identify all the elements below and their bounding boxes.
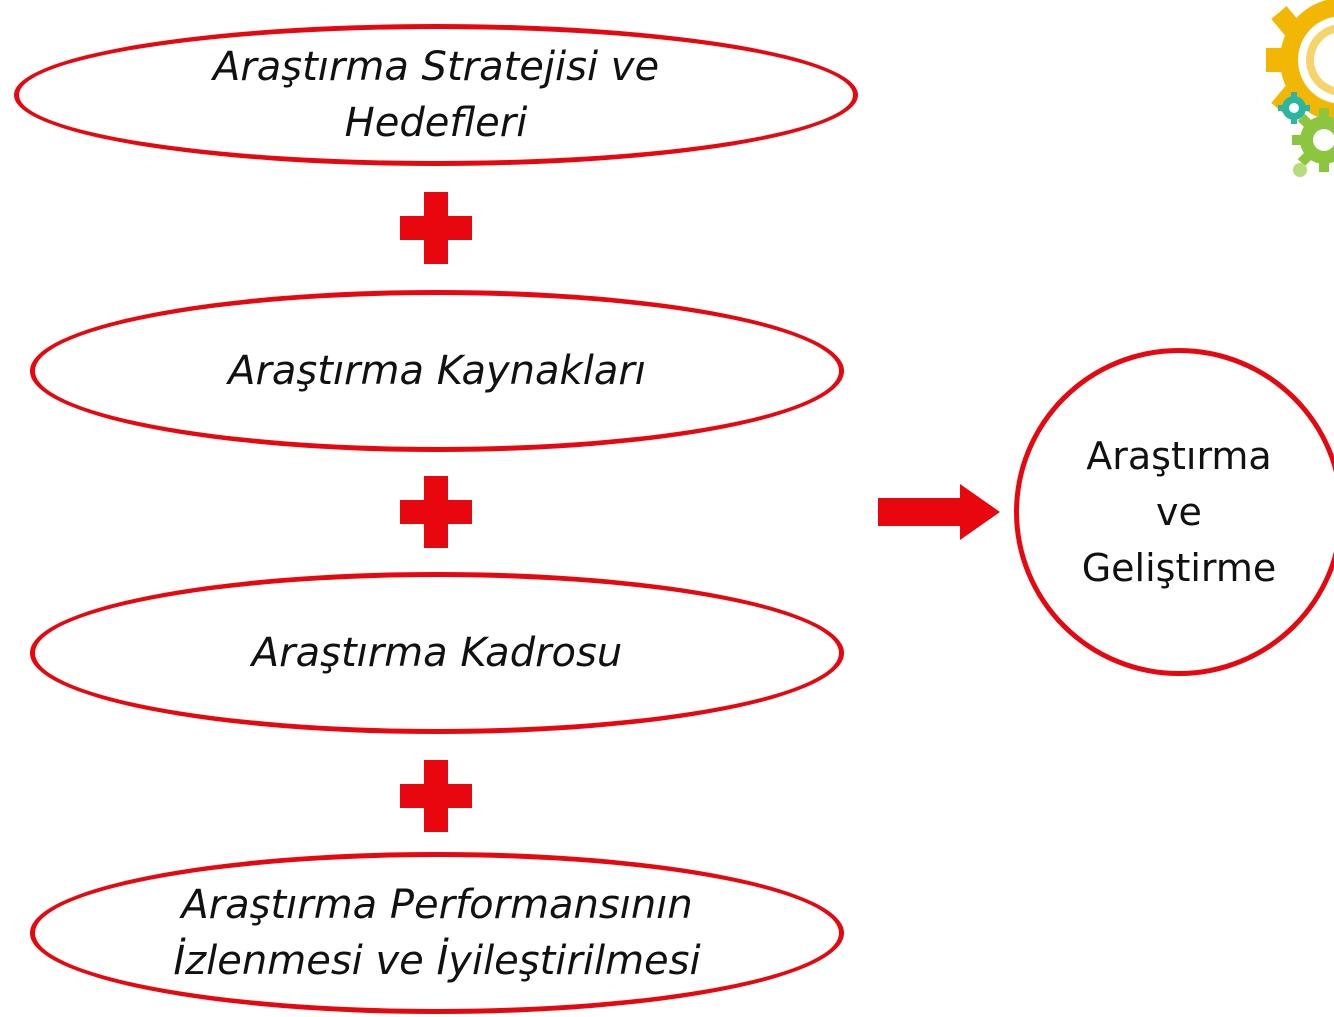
gear-icon <box>1266 0 1334 177</box>
input-node-label: Araştırma Performansının İzlenmesi ve İy… <box>173 882 701 984</box>
input-node-resources: Araştırma Kaynakları <box>30 290 844 452</box>
result-node <box>1014 348 1334 676</box>
input-node-staff: Araştırma Kadrosu <box>30 572 844 734</box>
input-node-strategy: Araştırma Stratejisi ve Hedefleri <box>14 24 858 166</box>
right-arrow-icon <box>878 484 1000 540</box>
plus-icon <box>400 760 472 832</box>
input-node-label: Araştırma Kaynakları <box>228 348 646 394</box>
result-node-label: Araştırma ve Geliştirme <box>1081 434 1277 590</box>
plus-icon <box>400 192 472 264</box>
input-node-label: Araştırma Kadrosu <box>251 630 623 676</box>
plus-icon <box>400 476 472 548</box>
input-node-label: Araştırma Stratejisi ve Hedefleri <box>212 44 660 146</box>
input-node-performance: Araştırma Performansının İzlenmesi ve İy… <box>30 852 844 1014</box>
